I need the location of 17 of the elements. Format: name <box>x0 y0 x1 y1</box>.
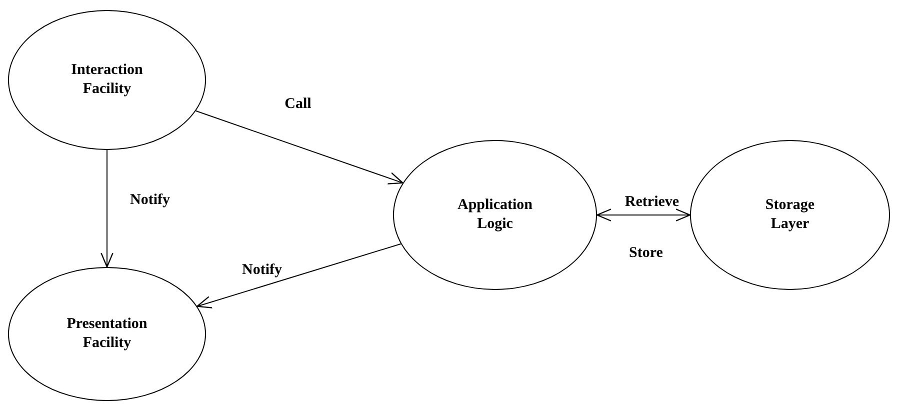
text-label: Store <box>629 244 663 262</box>
edge-label: Retrieve <box>624 193 680 211</box>
ellipse-node <box>8 267 206 401</box>
arrow <box>195 110 404 184</box>
node-label: Interaction Facility <box>70 61 144 99</box>
edge-label: Notify <box>242 261 282 279</box>
ellipse-node <box>393 140 597 290</box>
edge-label: Notify <box>130 191 170 209</box>
node-label: Presentation Facility <box>66 315 148 353</box>
node-label: Storage Layer <box>764 196 816 234</box>
ellipse-node <box>690 140 890 290</box>
edge-label: Call <box>284 95 312 113</box>
arrow <box>100 150 114 268</box>
arrow <box>196 243 402 308</box>
arrow <box>596 208 691 222</box>
ellipse-node <box>8 10 206 150</box>
node-label: Application Logic <box>456 196 534 234</box>
